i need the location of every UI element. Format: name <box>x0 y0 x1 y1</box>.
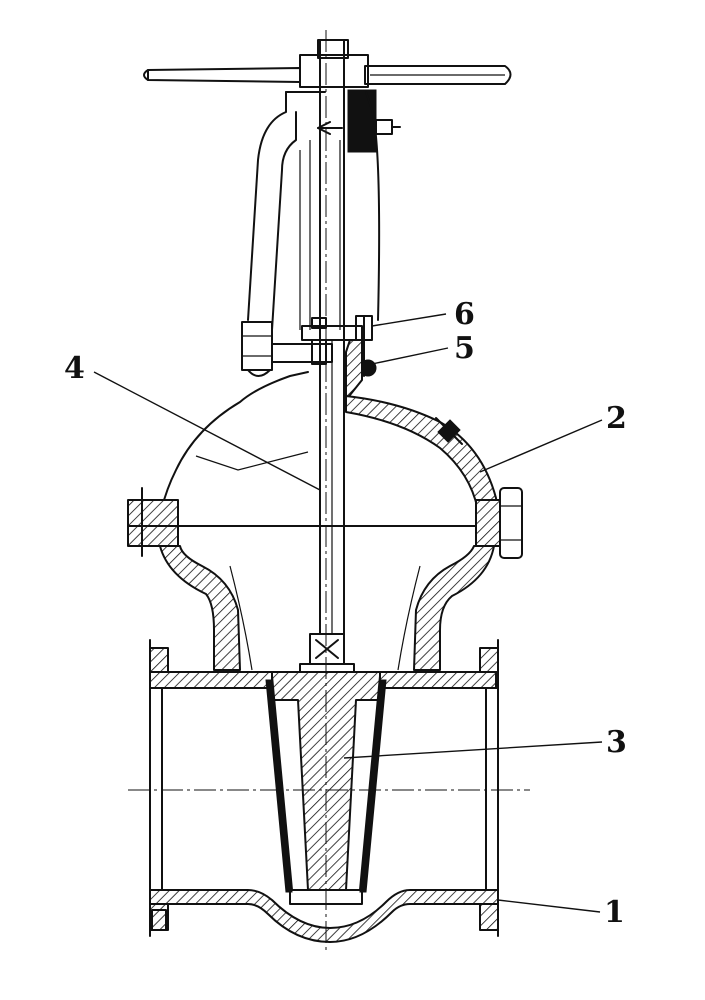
callout-1: 1 <box>604 895 625 930</box>
leader-5 <box>371 347 449 365</box>
valve-body <box>149 639 499 943</box>
gland-packing <box>301 315 377 401</box>
yoke <box>241 91 381 377</box>
leader-3 <box>343 741 603 759</box>
bonnet <box>157 371 499 529</box>
leader-2 <box>479 419 603 473</box>
handwheel <box>143 39 512 88</box>
leader-1 <box>497 899 601 913</box>
valve-stem <box>319 39 345 635</box>
callout-3: 3 <box>606 725 627 760</box>
leader-lines <box>93 313 603 913</box>
leader-6 <box>371 313 447 327</box>
body-bonnet-flange <box>127 487 523 559</box>
callout-2: 2 <box>606 401 627 436</box>
stem-nut-block <box>317 89 401 153</box>
callout-labels: 1 2 3 4 5 6 <box>64 297 627 930</box>
bonnet-vent-bolt <box>435 417 463 445</box>
callout-6: 6 <box>454 297 475 332</box>
callout-4: 4 <box>64 351 85 386</box>
leader-4 <box>93 371 321 491</box>
callout-5: 5 <box>454 331 475 366</box>
gate-wedge <box>265 633 387 905</box>
body-neck <box>159 545 495 671</box>
